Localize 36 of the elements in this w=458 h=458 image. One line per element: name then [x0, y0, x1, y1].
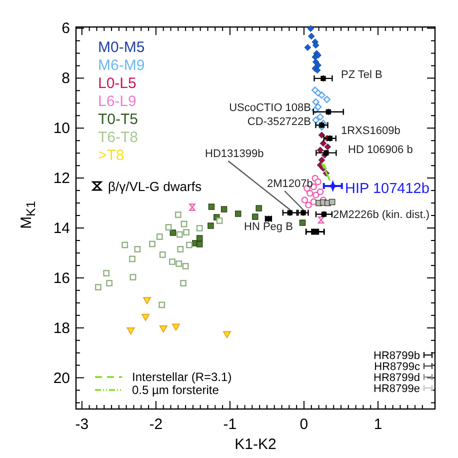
tick-label: 14	[53, 220, 70, 237]
tick-label: 10	[53, 120, 70, 138]
object-label: HD 106906 b	[348, 144, 413, 156]
tick-label: -3	[75, 416, 89, 433]
legend-label: >T8	[98, 147, 124, 164]
object-label: HN Peg B	[244, 221, 293, 233]
tick-label: 1	[374, 416, 382, 433]
legend-label: β/γ/VL-G dwarfs	[108, 179, 202, 194]
legend-label: HR8799b	[374, 350, 420, 362]
legend-label: 0.5 µm forsterite	[132, 383, 219, 397]
object-label: PZ Tel B	[341, 69, 382, 81]
legend-label: M6-M9	[98, 57, 145, 74]
axis-title: K1-K2	[234, 436, 276, 453]
legend-label: T0-T5	[98, 111, 138, 128]
legend-label: HR8799d	[374, 372, 420, 384]
tick-label: 20	[53, 370, 70, 387]
tick-label: 6	[62, 20, 70, 38]
object-label: HIP 107412b	[345, 181, 430, 197]
legend-label: HR8799c	[374, 361, 420, 373]
legend-label: L6-L9	[98, 93, 136, 110]
legend-label: M0-M5	[98, 39, 145, 56]
legend-label: Interstellar (R=3.1)	[132, 370, 232, 384]
tick-label: 0	[300, 416, 308, 433]
legend-label: L0-L5	[98, 75, 136, 92]
tick-label: -1	[223, 416, 237, 433]
legend-label: T6-T8	[98, 129, 138, 146]
tick-label: 8	[62, 70, 70, 88]
object-label: 1RXS1609b	[341, 125, 400, 137]
object-label: UScoCTIO 108B	[229, 102, 311, 114]
tick-label: -2	[149, 416, 163, 433]
legend-label: HR8799e	[374, 383, 420, 395]
tick-label: 18	[53, 320, 70, 337]
object-label: CD-352722B	[247, 116, 311, 128]
object-label: 2M2226b (kin. dist.)	[333, 209, 430, 221]
tick-label: 16	[53, 270, 70, 287]
tick-label: 12	[53, 170, 70, 188]
